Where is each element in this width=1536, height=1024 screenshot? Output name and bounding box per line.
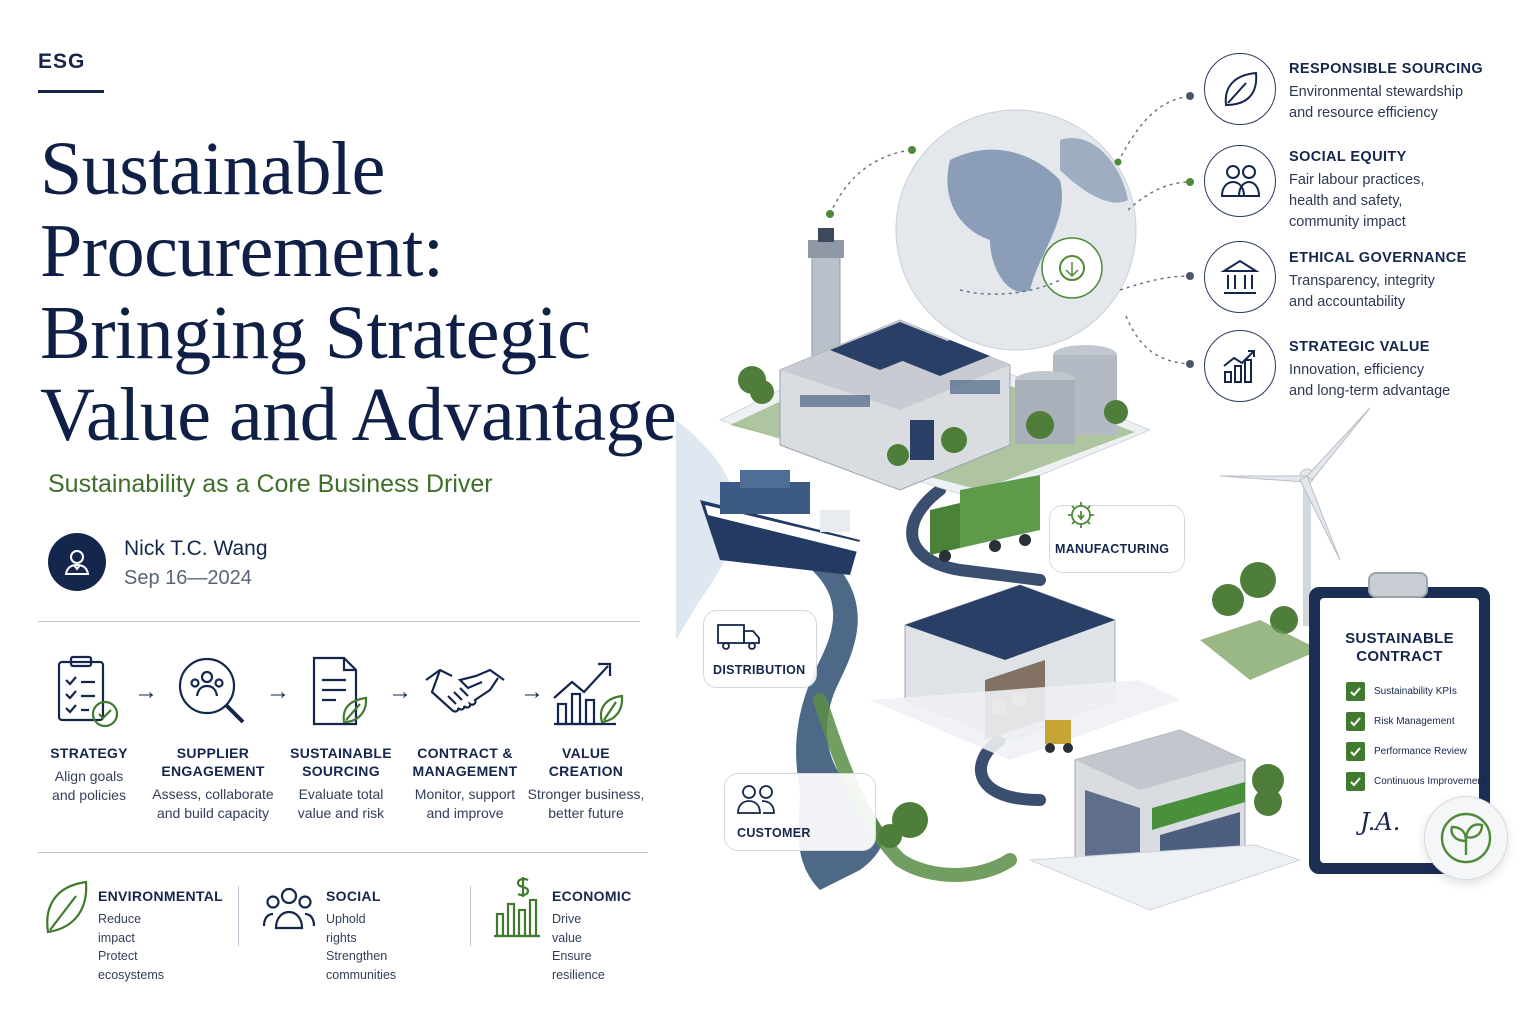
pillar-desc: Reduce impact Protect ecosystems (98, 912, 164, 982)
principle-title: ETHICAL GOVERNANCE (1289, 250, 1467, 266)
pillar-title: ECONOMIC (552, 888, 632, 904)
step-title: STRATEGY (50, 745, 128, 761)
people-icon (737, 785, 775, 814)
pillar-desc: Drive value Ensure resilience (552, 912, 605, 982)
step-desc: Stronger business, better future (527, 786, 645, 821)
sprout-icon (1440, 812, 1492, 864)
principle-desc: Environmental stewardship and resource e… (1289, 84, 1464, 121)
distribution-card (703, 610, 817, 688)
pillar-title: SOCIAL (326, 888, 381, 904)
arrow-icon: → (266, 678, 290, 705)
water (676, 420, 736, 640)
process-step-supplier-engagement: SUPPLIER ENGAGEMENT Assess, collaborate … (148, 650, 278, 823)
principle-title: RESPONSIBLE SOURCING (1289, 61, 1484, 77)
community-icon (262, 887, 316, 930)
forklift (1045, 720, 1071, 744)
customer-label: CUSTOMER (737, 826, 811, 840)
pillar-desc: Uphold rights Strengthen communities (326, 912, 397, 982)
principle-icon-circle (1204, 241, 1276, 313)
step-desc: Evaluate total value and risk (297, 786, 385, 821)
pillar-title: ENVIRONMENTAL (98, 888, 223, 904)
supplier-search-icon (178, 657, 245, 724)
step-title: CONTRACT & MANAGEMENT (412, 745, 518, 779)
author-date: Sep 16—2024 (124, 567, 252, 589)
arrow-icon: → (388, 678, 412, 705)
step-title: VALUE CREATION (548, 745, 624, 779)
gear-leaf-icon (1059, 255, 1085, 281)
divider-top (38, 621, 640, 622)
pillar-divider (470, 886, 471, 946)
leaf-icon (46, 880, 88, 934)
checkbox-checked-icon (1346, 742, 1365, 761)
divider-bottom (38, 852, 648, 853)
author-avatar (48, 533, 106, 591)
arrow-icon: → (134, 678, 158, 705)
wind-turbine (1303, 476, 1311, 626)
supply-chain-illustration (676, 92, 1371, 911)
contract-item: Sustainability KPIs (1346, 682, 1457, 701)
process-step-contract-management: CONTRACT & MANAGEMENT Monitor, support a… (400, 650, 530, 823)
tag-underline (38, 90, 104, 93)
contract-item: Risk Management (1346, 712, 1455, 731)
handshake-icon (425, 668, 505, 713)
step-desc: Assess, collaborate and build capacity (152, 786, 274, 821)
leaf-badge (1424, 796, 1508, 880)
manufacturing-label: MANUFACTURING (1055, 542, 1170, 556)
principle-title: STRATEGIC VALUE (1289, 339, 1430, 355)
clipboard-clip (1368, 572, 1428, 598)
process-step-strategy: STRATEGY Align goals and policies (24, 650, 154, 805)
contract-title: SUSTAINABLE CONTRACT (1345, 630, 1454, 665)
step-title: SUSTAINABLE SOURCING (290, 745, 392, 779)
author-name: Nick T.C. Wang (124, 537, 268, 560)
principle-title: SOCIAL EQUITY (1289, 149, 1407, 165)
process-step-sustainable-sourcing: SUSTAINABLE SOURCING Evaluate total valu… (276, 650, 406, 823)
contract-item-label: Risk Management (1374, 716, 1455, 727)
esg-tag: ESG (38, 50, 86, 73)
institution-icon (1220, 259, 1260, 294)
principle-icon-circle (1204, 145, 1276, 217)
step-desc: Monitor, support and improve (414, 786, 516, 821)
checkbox-checked-icon (1346, 712, 1365, 731)
principle-icon-circle (1204, 330, 1276, 402)
checklist-icon (57, 655, 119, 728)
title-line-2: Procurement: (40, 209, 444, 293)
principle-desc: Transparency, integrity and accountabili… (1289, 273, 1435, 310)
principle-desc: Innovation, efficiency and long-term adv… (1289, 362, 1451, 399)
dollar-chart-icon (494, 877, 540, 938)
step-desc: Align goals and policies (52, 768, 126, 803)
pillar-divider (238, 886, 239, 946)
contract-item: Continuous Improvement (1346, 772, 1486, 791)
process-step-value-creation: VALUE CREATION Stronger business, better… (521, 650, 651, 823)
checkbox-checked-icon (1346, 682, 1365, 701)
principle-icon-circle (1204, 53, 1276, 125)
bar-chart-icon (1223, 350, 1255, 383)
document-leaf-icon (312, 656, 368, 726)
person-icon (64, 550, 90, 575)
title-line-3: Bringing Strategic (40, 291, 591, 375)
title-line-1: Sustainable (40, 127, 385, 211)
contract-item-label: Sustainability KPIs (1374, 686, 1457, 697)
distribution-label: DISTRIBUTION (713, 663, 806, 677)
contract-item-label: Performance Review (1374, 746, 1467, 757)
gear-leaf-icon (1068, 502, 1094, 528)
contract-item-label: Continuous Improvement (1374, 776, 1486, 787)
subtitle: Sustainability as a Core Business Driver (48, 470, 493, 498)
growth-chart-icon (553, 662, 624, 726)
truck-icon (717, 624, 760, 650)
contract-item: Performance Review (1346, 742, 1467, 761)
signature: J.A. (1360, 808, 1401, 836)
people-icon (1220, 165, 1261, 197)
checkbox-checked-icon (1346, 772, 1365, 791)
page-title: Sustainable Procurement: Bringing Strate… (40, 128, 680, 456)
principle-desc: Fair labour practices, health and safety… (1289, 172, 1425, 230)
truck (960, 475, 1040, 548)
title-line-4: Value and Advantage (40, 373, 677, 457)
arrow-icon: → (520, 678, 544, 705)
leaf-icon (1224, 71, 1258, 107)
step-title: SUPPLIER ENGAGEMENT (161, 745, 265, 779)
